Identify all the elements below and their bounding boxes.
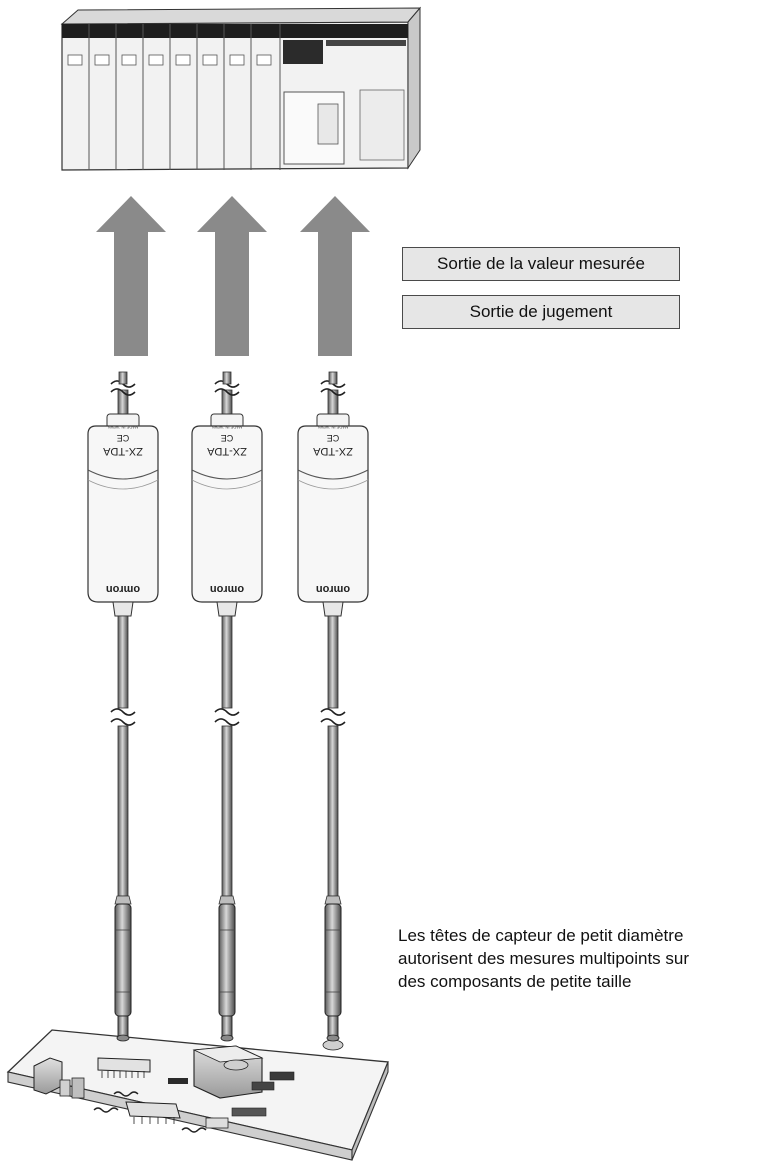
measured-value-output-label: Sortie de la valeur mesurée <box>402 247 680 281</box>
sensor-unit-2 <box>191 371 263 1042</box>
caption-line-1: Les têtes de capteur de petit diamètre <box>398 926 684 945</box>
output-arrows <box>96 196 370 356</box>
arrow-up-3 <box>300 196 370 356</box>
circuit-board <box>6 1029 389 1161</box>
caption-line-3: des composants de petite taille <box>398 972 632 991</box>
arrow-up-1 <box>96 196 166 356</box>
judgement-output-label: Sortie de jugement <box>402 295 680 329</box>
arrow-up-2 <box>197 196 267 356</box>
plc-rack <box>60 6 422 171</box>
sensor-unit-1 <box>87 371 159 1042</box>
caption-text: Les têtes de capteur de petit diamètre a… <box>398 924 758 993</box>
caption-line-2: autorisent des mesures multipoints sur <box>398 949 690 968</box>
sensor-unit-3 <box>297 371 369 1042</box>
